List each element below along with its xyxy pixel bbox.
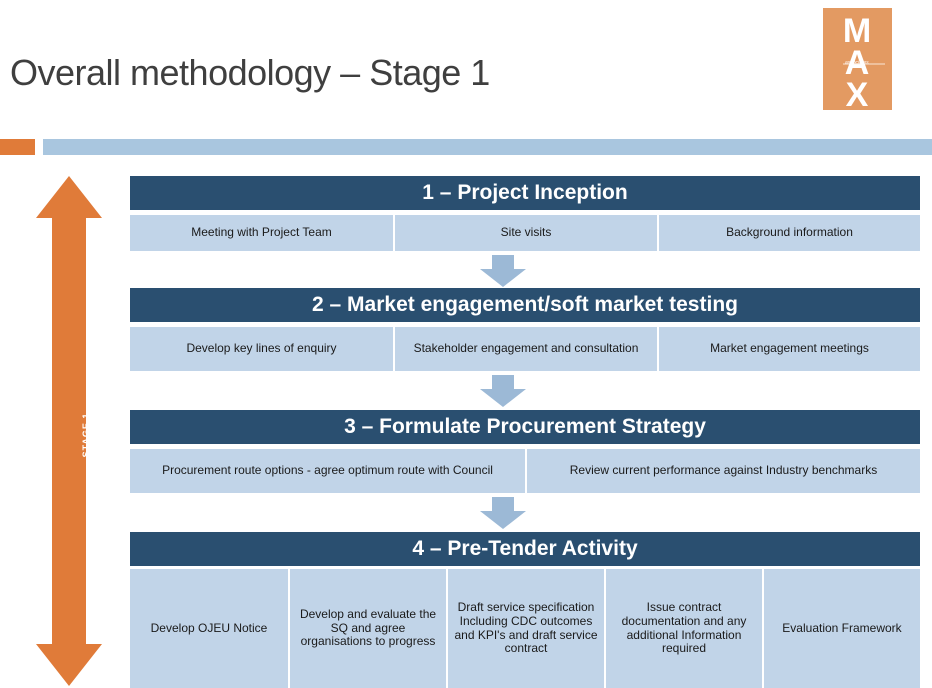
stage-1-header: 1 – Project Inception [130,176,920,210]
page-title: Overall methodology – Stage 1 [10,52,490,93]
logo-letter-a: A [845,44,870,82]
logo-tagline: associates [845,60,869,66]
logo-letters-graphic: M A X [843,12,885,110]
stage-2-item: Stakeholder engagement and consultation [393,327,657,371]
stage-3-row: Procurement route options - agree optimu… [130,449,920,493]
stage-1-row: Meeting with Project Team Site visits Ba… [130,215,920,251]
stage-label: STAGE 1 [81,412,91,458]
stage-4-item: Issue contract documentation and any add… [604,569,762,688]
stage-3-header: 3 – Formulate Procurement Strategy [130,410,920,444]
stage-4-header: 4 – Pre-Tender Activity [130,532,920,566]
stage-4-item: Develop and evaluate the SQ and agree or… [288,569,446,688]
max-associates-logo: M A X associates [823,8,892,110]
stage-double-arrow-icon [36,176,102,686]
stage-1-item: Background information [657,215,920,251]
down-arrow-icon [480,497,526,529]
stage-2-header: 2 – Market engagement/soft market testin… [130,288,920,322]
down-arrow-icon [480,255,526,287]
stage-3-item: Procurement route options - agree optimu… [130,449,525,493]
stage-2-item: Develop key lines of enquiry [130,327,393,371]
accent-band-orange [0,139,35,155]
stage-4-item: Evaluation Framework [762,569,920,688]
stage-4-item: Develop OJEU Notice [130,569,288,688]
stage-4-row: Develop OJEU Notice Develop and evaluate… [130,569,920,688]
stage-3-item: Review current performance against Indus… [525,449,920,493]
stage-2-item: Market engagement meetings [657,327,920,371]
stage-2-row: Develop key lines of enquiry Stakeholder… [130,327,920,371]
stage-1-item: Site visits [393,215,657,251]
logo-letter-x: X [846,76,869,110]
down-arrow-icon [480,375,526,407]
logo-letter-m: M [843,12,871,50]
stage-4-item: Draft service specification Including CD… [446,569,604,688]
stage-1-item: Meeting with Project Team [130,215,393,251]
accent-band-blue [43,139,932,155]
